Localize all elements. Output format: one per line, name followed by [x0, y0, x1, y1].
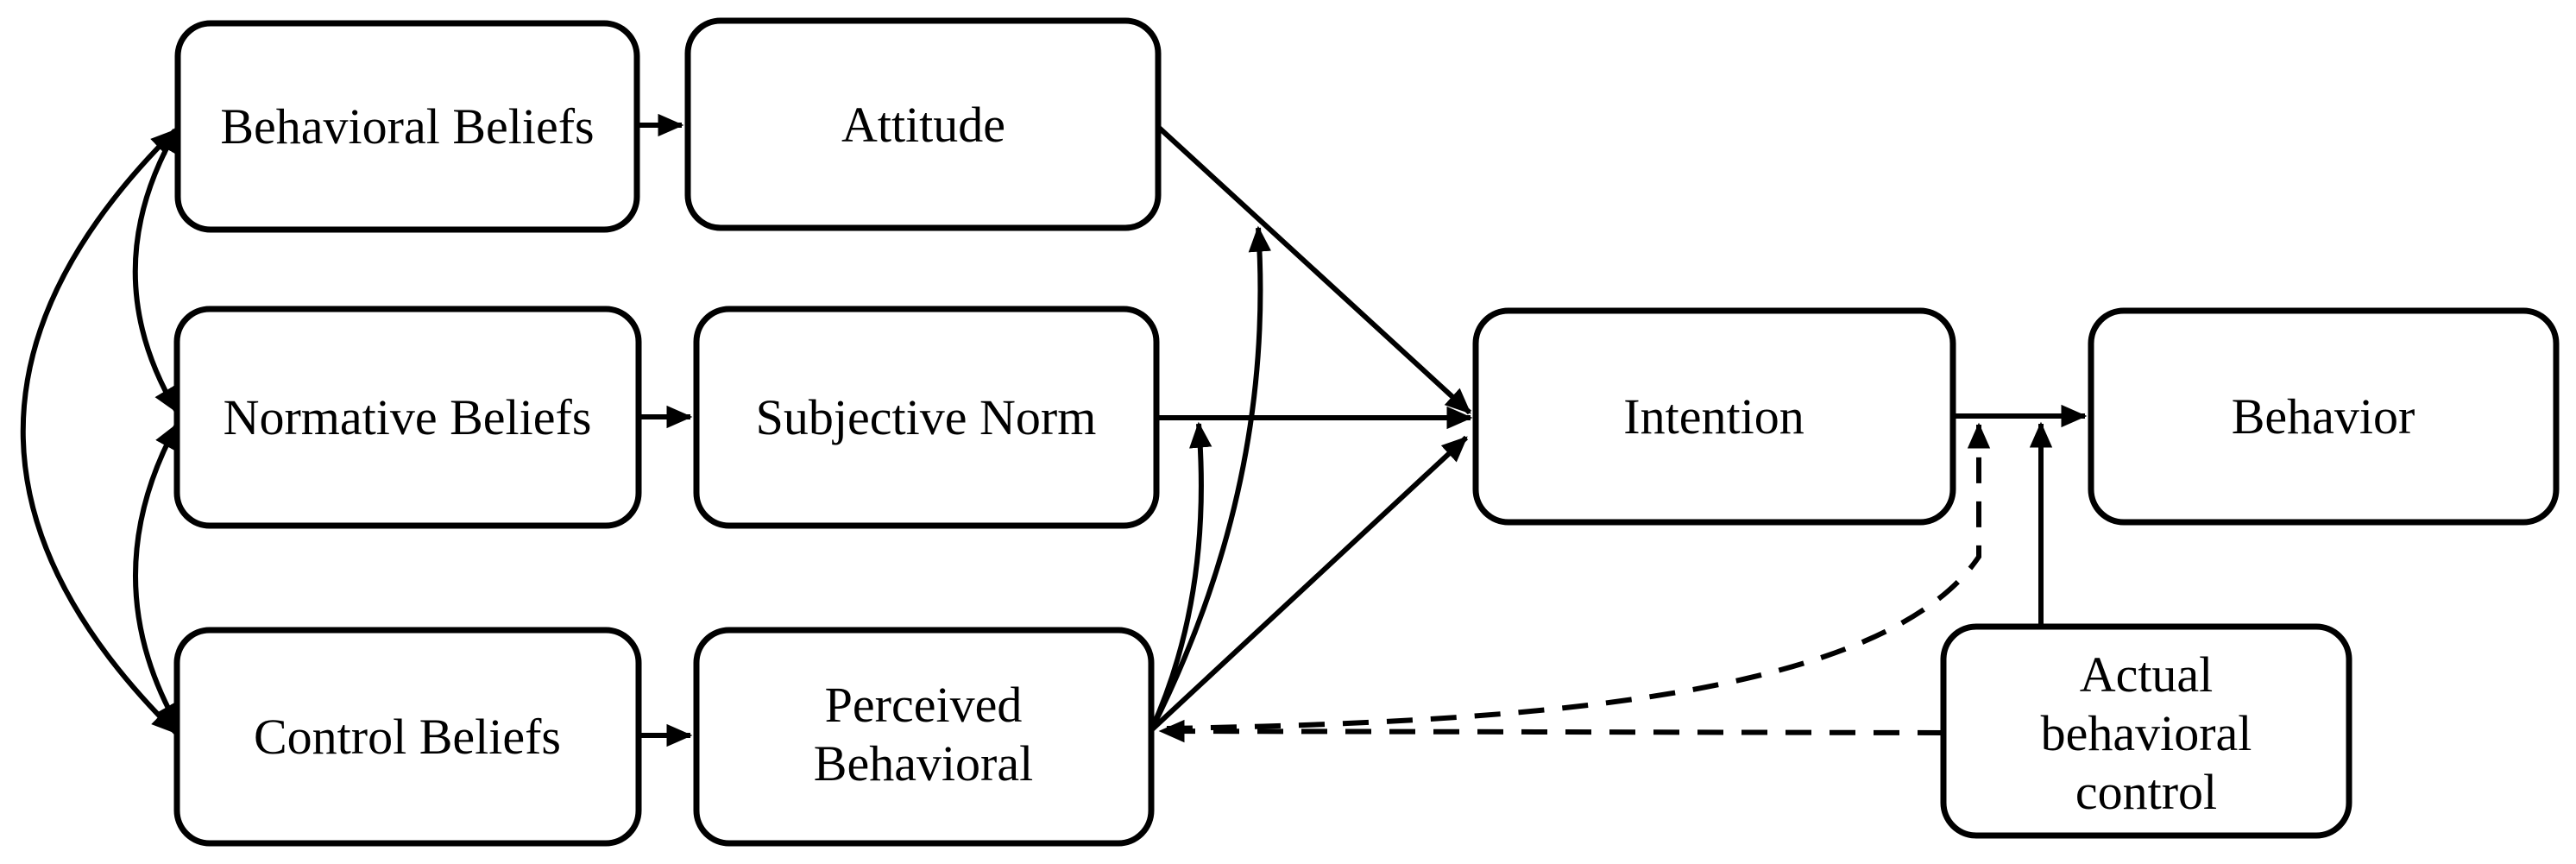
intention-box	[1472, 307, 1956, 526]
edge-attitude-to-intention	[1156, 124, 1472, 415]
attitude-label: Attitude	[841, 97, 1005, 153]
subjective-norm-box	[693, 306, 1160, 529]
behavior-label: Behavior	[2232, 388, 2415, 445]
node-intention: Intention	[1472, 307, 1956, 526]
node-attitude: Attitude	[684, 17, 1162, 231]
covariance-normative-control	[133, 422, 181, 730]
dashed-edge-actual-behavioral-control-to-intention-behavior-path	[1166, 422, 1991, 731]
intention-label: Intention	[1623, 388, 1804, 445]
dashed-edge-actual-behavioral-control-to-perceived-behavioral	[1158, 719, 1944, 743]
node-behavioral-beliefs: Behavioral Beliefs	[174, 20, 640, 233]
perceived-behavioral-label-line2: Behavioral	[814, 735, 1033, 791]
covariance-behavioral-control	[20, 128, 179, 735]
behavioral-beliefs-label: Behavioral Beliefs	[220, 98, 594, 155]
edge-perceived-behavioral-to-intention	[1149, 435, 1469, 733]
behavioral-beliefs-box	[174, 20, 640, 233]
subjective-norm-label: Subjective Norm	[756, 389, 1097, 445]
normative-beliefs-box	[173, 306, 642, 529]
edge-perceived-behavioral-to-attitude-path	[1149, 225, 1272, 732]
actual-behavioral-control-box	[1940, 623, 2352, 839]
node-subjective-norm: Subjective Norm	[693, 306, 1160, 529]
node-control-beliefs: Control Beliefs	[173, 627, 642, 847]
actual-behavioral-control-label-line3: control	[2075, 764, 2217, 820]
perceived-behavioral-label-line1: Perceived	[825, 677, 1023, 733]
attitude-box	[684, 17, 1162, 231]
node-behavior: Behavior	[2088, 307, 2560, 526]
control-beliefs-box	[173, 627, 642, 847]
perceived-behavioral-box	[693, 627, 1155, 847]
node-actual-behavioral-control: Actual behavioral control	[1940, 623, 2352, 839]
actual-behavioral-control-label-line1: Actual	[2080, 646, 2214, 703]
normative-beliefs-label: Normative Beliefs	[224, 389, 592, 445]
actual-behavioral-control-label-line2: behavioral	[2041, 705, 2252, 761]
behavior-box	[2088, 307, 2560, 526]
node-normative-beliefs: Normative Beliefs	[173, 306, 642, 529]
node-perceived-behavioral: Perceived Behavioral	[693, 627, 1155, 847]
covariance-behavioral-normative	[132, 125, 180, 414]
control-beliefs-label: Control Beliefs	[254, 709, 561, 765]
